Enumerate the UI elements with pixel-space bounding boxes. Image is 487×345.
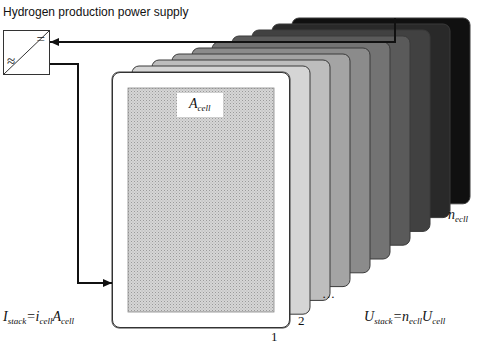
voltage-formula: Ustack=necllUcell (364, 309, 445, 325)
arrowhead (50, 38, 59, 46)
power-line (50, 18, 395, 46)
area-label: Acell (177, 93, 223, 117)
connector-path (50, 18, 395, 42)
cell-plate (112, 72, 290, 328)
front-cell-plate: Acell1 (112, 72, 290, 328)
ac-symbol: ≈ (7, 53, 15, 70)
plate-number: 1 (271, 329, 278, 345)
diagonal-line (4, 31, 49, 74)
title: Hydrogen production power supply (3, 5, 188, 19)
arrowhead (103, 279, 112, 287)
area-label-box: Acell (177, 93, 223, 117)
plate-number: 2 (298, 313, 305, 329)
cell-count: necll (448, 207, 468, 223)
converter-box: Hydrogen production power supply≈= (3, 30, 50, 75)
power-line (50, 64, 112, 287)
ellipsis: … (322, 286, 335, 302)
connector-path (50, 64, 112, 283)
current-formula: Istack=icellAcell (3, 309, 74, 325)
back-cell-plate: necll (292, 18, 470, 204)
dc-symbol: = (37, 31, 45, 48)
stippled-area (128, 88, 274, 312)
